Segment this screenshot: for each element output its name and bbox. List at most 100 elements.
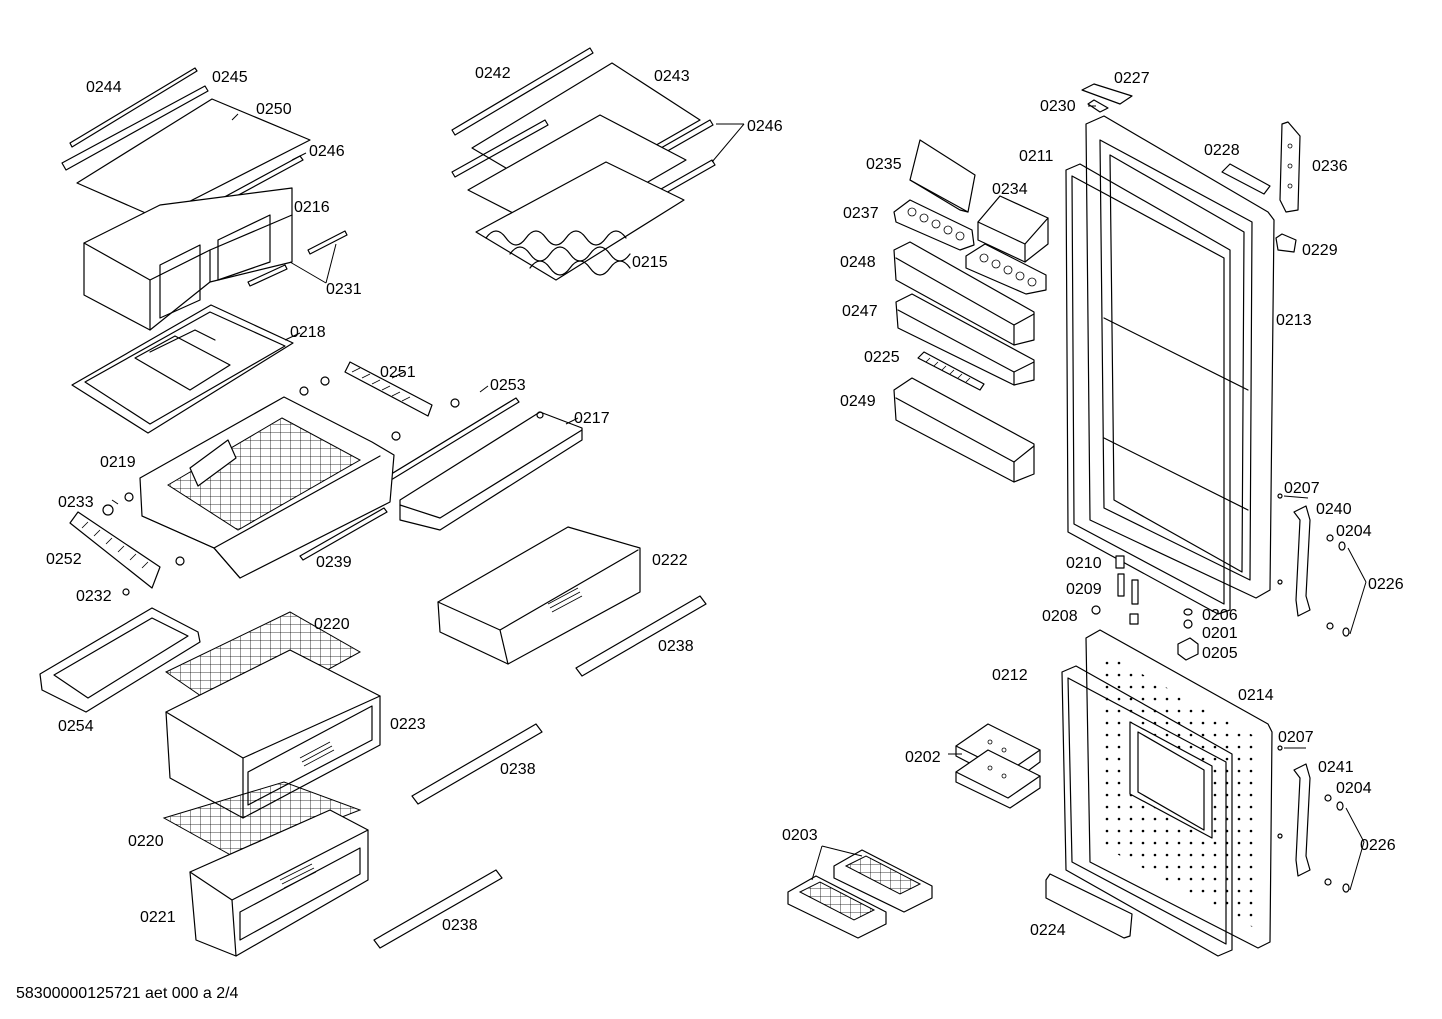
part-0247-door-shelf: [895, 293, 1035, 386]
label-0224: 0224: [1030, 922, 1066, 939]
part-0207-screw-upper: [1277, 493, 1283, 585]
part-0238-rail-3: [373, 869, 503, 949]
label-0228: 0228: [1204, 142, 1240, 159]
part-0227-hinge-cover: [1081, 83, 1133, 105]
part-0219-freezer-drawer: [139, 396, 395, 579]
part-0203-ice-trays: [787, 849, 933, 939]
part-0233-wheels: [102, 376, 460, 566]
label-0205: 0205: [1202, 645, 1238, 662]
part-0237-egg-tray-2: [965, 243, 1047, 295]
part-0235-shelf: [909, 139, 976, 213]
part-0245-strip: [61, 85, 209, 171]
label-0216: 0216: [294, 199, 330, 216]
part-0244-strip: [69, 67, 198, 148]
part-0236-hinge-plate: [1279, 121, 1301, 213]
label-0207-upper: 0207: [1284, 480, 1320, 497]
label-0210: 0210: [1066, 555, 1102, 572]
label-0203: 0203: [782, 827, 818, 844]
label-0204-upper: 0204: [1336, 523, 1372, 540]
label-0209: 0209: [1066, 581, 1102, 598]
part-0230-clip: [1087, 99, 1109, 113]
part-0204-screws-lower: [1324, 794, 1332, 886]
part-0241-handle: [1293, 763, 1311, 877]
label-0252: 0252: [46, 551, 82, 568]
label-0220-lower: 0220: [128, 833, 164, 850]
part-0239-strip: [299, 507, 388, 561]
label-0246-middle: 0246: [747, 118, 783, 135]
label-0236: 0236: [1312, 158, 1348, 175]
part-0202-ice-packs: [955, 723, 1041, 809]
label-0204-lower: 0204: [1336, 780, 1372, 797]
label-0227: 0227: [1114, 70, 1150, 87]
part-0238-rail-1: [575, 595, 707, 677]
leader-lines: [111, 105, 1367, 891]
label-0235: 0235: [866, 156, 902, 173]
part-0208-screw: [1091, 605, 1101, 615]
part-0226-caps-lower: [1336, 801, 1350, 893]
label-0237: 0237: [843, 205, 879, 222]
part-0210-bush: [1115, 555, 1125, 569]
label-0222: 0222: [652, 552, 688, 569]
part-0248-door-shelf: [893, 241, 1035, 346]
part-0215-wavy-shelf: [475, 161, 685, 281]
label-0246: 0246: [309, 143, 345, 160]
label-0243: 0243: [654, 68, 690, 85]
part-labels: 0244 0245 0250 0246 0216 0231 0218 0251 …: [46, 65, 1404, 939]
label-0234: 0234: [992, 181, 1028, 198]
part-0242-strip: [451, 47, 594, 136]
part-0218-cover: [71, 304, 294, 434]
part-0232-screw: [122, 588, 130, 596]
label-0250: 0250: [256, 101, 292, 118]
label-0231: 0231: [326, 281, 362, 298]
label-0248: 0248: [840, 254, 876, 271]
part-0217-flap: [399, 411, 583, 531]
label-0238-3: 0238: [442, 917, 478, 934]
label-0225: 0225: [864, 349, 900, 366]
part-0224-kick-plate: [1045, 873, 1133, 939]
label-0238-1: 0238: [658, 638, 694, 655]
label-0253: 0253: [490, 377, 526, 394]
label-0247: 0247: [842, 303, 878, 320]
label-0202: 0202: [905, 749, 941, 766]
part-0231-clips: [247, 230, 348, 287]
part-0226-caps-upper: [1338, 541, 1350, 637]
part-0237-egg-tray: [893, 199, 975, 251]
part-0206-washer: [1129, 608, 1193, 625]
label-0207-lower: 0207: [1278, 729, 1314, 746]
part-0201-screw: [1183, 619, 1193, 629]
part-0250-glass-shelf: [76, 98, 311, 219]
label-0226-lower: 0226: [1360, 837, 1396, 854]
part-0212-lower-gasket: [1061, 665, 1233, 957]
label-0219: 0219: [100, 454, 136, 471]
part-0204-screws-upper: [1326, 534, 1334, 630]
label-0239: 0239: [316, 554, 352, 571]
label-0215: 0215: [632, 254, 668, 271]
label-0242: 0242: [475, 65, 511, 82]
label-0212: 0212: [992, 667, 1028, 684]
label-0249: 0249: [840, 393, 876, 410]
part-0229-cap: [1275, 233, 1297, 253]
label-0214: 0214: [1238, 687, 1274, 704]
label-0240: 0240: [1316, 501, 1352, 518]
label-0245: 0245: [212, 69, 248, 86]
drawing-caption: 58300000125721 aet 000 a 2/4: [16, 985, 239, 1002]
label-0229: 0229: [1302, 242, 1338, 259]
part-0220-grid-lower: [162, 781, 362, 859]
label-0223: 0223: [390, 716, 426, 733]
part-0213-upper-door: [1085, 115, 1275, 599]
part-0211-upper-gasket: [1065, 163, 1231, 615]
label-0232: 0232: [76, 588, 112, 605]
label-0201: 0201: [1202, 625, 1238, 642]
part-0214-lower-door: [1085, 629, 1273, 949]
part-0221-drawer: [189, 809, 369, 957]
part-0251-rail: [344, 361, 433, 417]
label-0251: 0251: [380, 364, 416, 381]
part-0238-rail-2: [411, 723, 543, 805]
part-0207-screw-lower: [1277, 745, 1283, 839]
part-0216-freezer-block: [83, 187, 293, 331]
part-0205-block: [1177, 637, 1199, 661]
label-0217: 0217: [574, 410, 610, 427]
label-0218: 0218: [290, 324, 326, 341]
label-0244: 0244: [86, 79, 122, 96]
